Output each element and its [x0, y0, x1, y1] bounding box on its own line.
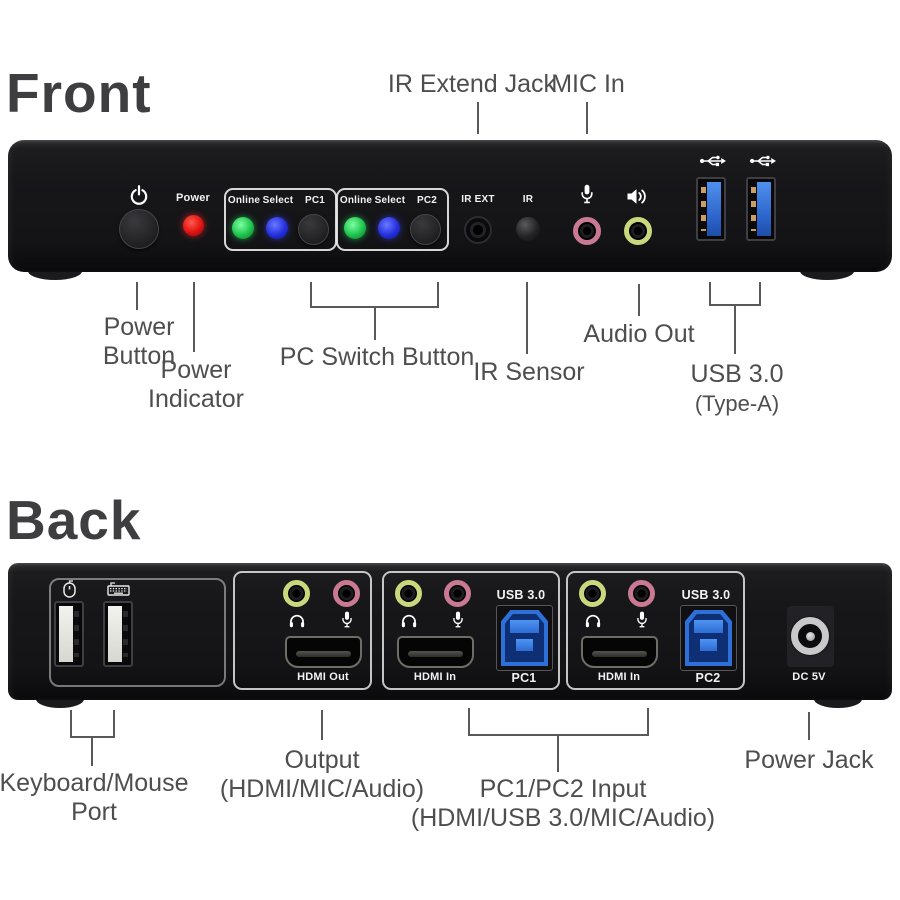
callout-line-power-indicator	[193, 282, 195, 352]
hdmi-out-label: HDMI Out	[297, 671, 349, 683]
output-headphone-jack	[283, 580, 310, 607]
usb2-mouse-port	[54, 601, 84, 667]
pc1-usb30-label: USB 3.0	[496, 588, 546, 602]
callout-audio-out: Audio Out	[583, 320, 695, 348]
headphone-icon	[401, 614, 417, 628]
pc2-usb30-label: USB 3.0	[681, 588, 731, 602]
front-heading: Front	[6, 62, 152, 124]
callout-power-button: Power Button	[102, 313, 176, 370]
ir-sensor	[516, 217, 540, 241]
pc1-headphone-jack	[395, 580, 422, 607]
callout-bracket-kbm-left	[70, 710, 72, 738]
pc1-label: PC1	[304, 195, 326, 206]
callout-bracket-usb-right	[759, 282, 761, 306]
usb2-keyboard-port	[103, 601, 133, 667]
dc-label: DC 5V	[792, 671, 826, 683]
callout-bracket-pcin-right	[647, 708, 649, 736]
usb3-port-2	[746, 177, 776, 241]
callout-bracket-pc-switch-left	[310, 282, 312, 308]
callout-line-power-jack	[808, 712, 810, 740]
front-panel-device	[8, 140, 892, 272]
callout-bracket-pcin-left	[468, 708, 470, 736]
pc2-usb-b-port	[680, 605, 737, 671]
usb3-port-1	[696, 177, 726, 241]
pc1-online-led	[232, 217, 254, 239]
pc2-online-label: Online	[339, 195, 373, 206]
callout-pc-input: PC1/PC2 Input (HDMI/USB 3.0/MIC/Audio)	[410, 775, 716, 832]
output-mic-jack	[333, 580, 360, 607]
pc2-section-box	[566, 571, 745, 690]
callout-line-mic-in	[586, 102, 588, 134]
mic-icon	[342, 611, 352, 628]
pc2-headphone-jack	[579, 580, 606, 607]
callout-ir-extend-jack: IR Extend Jack	[387, 70, 557, 98]
callout-pc-switch-button: PC Switch Button	[279, 343, 475, 371]
callout-line-pcin	[557, 734, 559, 772]
headphone-icon	[585, 614, 601, 628]
mic-icon	[637, 611, 647, 628]
callout-bracket-kbm-right	[113, 710, 115, 738]
ir-ext-label: IR EXT	[461, 194, 495, 205]
callout-line-output	[321, 710, 323, 740]
usb-icon	[749, 155, 776, 167]
callout-line-audio-out	[638, 284, 640, 316]
pc2-port-label: PC2	[695, 671, 721, 685]
power-button	[119, 209, 159, 249]
mouse-icon	[63, 580, 76, 598]
pc1-port-label: PC1	[511, 671, 537, 685]
pc2-group-box	[336, 188, 449, 251]
callout-bracket-pc-switch-right	[437, 282, 439, 308]
callout-line-power-button	[136, 282, 138, 310]
output-section-box	[233, 571, 372, 690]
mic-icon	[453, 611, 463, 628]
pc1-switch-button	[298, 214, 329, 245]
dc-jack-pin	[806, 632, 815, 641]
pc2-switch-button	[410, 214, 441, 245]
callout-bracket-usb-left	[709, 282, 711, 306]
power-led-label: Power	[175, 192, 211, 204]
keyboard-mouse-outline	[49, 578, 226, 687]
callout-ir-sensor: IR Sensor	[473, 358, 585, 386]
hdmi-out-port	[285, 636, 362, 668]
callout-keyboard-mouse: Keyboard/Mouse Port	[0, 769, 189, 826]
speaker-icon	[627, 189, 646, 204]
callout-power-indicator: Power Indicator	[148, 356, 244, 413]
pc1-hdmi-in-label: HDMI In	[413, 671, 457, 683]
ir-label: IR	[522, 194, 534, 205]
pc2-online-led	[344, 217, 366, 239]
pc1-section-box	[382, 571, 560, 690]
ir-ext-jack	[464, 216, 492, 244]
mic-icon	[581, 184, 593, 204]
pc2-hdmi-in-label: HDMI In	[597, 671, 641, 683]
mic-in-jack	[573, 217, 601, 245]
callout-output: Output (HDMI/MIC/Audio)	[219, 746, 425, 803]
callout-line-usb	[734, 304, 736, 354]
pc1-mic-jack	[444, 580, 471, 607]
callout-power-jack: Power Jack	[744, 746, 874, 774]
pc1-online-label: Online	[227, 195, 261, 206]
back-heading: Back	[6, 489, 142, 551]
pc1-select-led	[266, 217, 288, 239]
power-icon	[130, 185, 148, 205]
pc2-select-led	[378, 217, 400, 239]
pc2-select-label: Select	[374, 195, 406, 206]
power-indicator-led	[183, 215, 204, 236]
pc2-hdmi-in-port	[581, 636, 658, 668]
pc1-select-label: Select	[262, 195, 294, 206]
callout-line-pc-switch	[374, 306, 376, 340]
callout-usb30: USB 3.0 (Type-A)	[690, 360, 784, 416]
callout-line-ir-extend-jack	[477, 102, 479, 134]
headphone-icon	[289, 614, 305, 628]
callout-line-kbm	[91, 736, 93, 766]
callout-line-ir-sensor	[526, 282, 528, 354]
audio-out-jack	[624, 217, 652, 245]
keyboard-icon	[107, 582, 130, 596]
pc1-usb-b-port	[496, 605, 553, 671]
usb-icon	[699, 155, 726, 167]
pc1-hdmi-in-port	[397, 636, 474, 668]
pc2-label: PC2	[416, 195, 438, 206]
pc2-mic-jack	[628, 580, 655, 607]
callout-mic-in: MIC In	[551, 70, 625, 98]
